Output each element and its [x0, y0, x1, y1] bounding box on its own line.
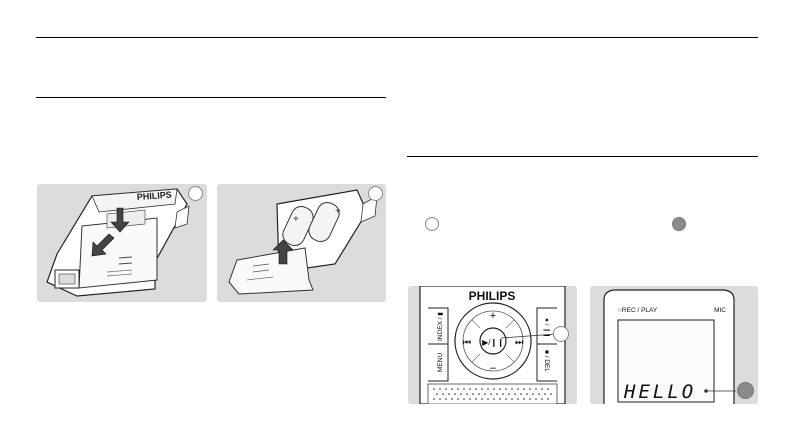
menu-key-label: MENU	[437, 353, 444, 372]
plus-label: +	[490, 310, 496, 322]
battery-cover-removal-illustration: PHILIPS	[37, 184, 207, 302]
device-back-drawing: PHILIPS	[46, 188, 190, 297]
keypad-illustration: PHILIPS INDEX / ▮ MENU ● / ❙❙ ■ / DEL + …	[408, 286, 577, 404]
lcd-readout: HELLO	[623, 381, 696, 403]
next-label: ⏭	[515, 337, 523, 347]
legend-callout-filled	[672, 217, 686, 231]
top-rule	[36, 37, 758, 38]
step-callout-circle	[368, 186, 383, 201]
keypad-drawing: PHILIPS INDEX / ▮ MENU ● / ❙❙ ■ / DEL + …	[419, 286, 566, 404]
step-callout-circle	[188, 186, 203, 201]
right-section-rule	[407, 156, 758, 157]
mic-label: MIC	[714, 307, 726, 314]
keypad-brand: PHILIPS	[469, 289, 516, 303]
left-section-rule	[36, 97, 386, 98]
legend-callout-open	[425, 217, 439, 231]
prev-label: ⏮	[463, 337, 471, 347]
svg-text:+: +	[335, 206, 341, 217]
device-batteries-drawing: + +	[228, 189, 378, 295]
svg-text:+: +	[293, 214, 299, 225]
play-label: ▶/❙❙	[482, 338, 504, 347]
display-illustration: ○REC / PLAY MIC HELLO	[590, 286, 758, 404]
stop-key-label: ■ / DEL	[543, 350, 550, 372]
battery-insertion-illustration: + +	[217, 184, 386, 302]
minus-label: –	[490, 362, 497, 374]
record-key-label: ● / ❙❙	[543, 318, 551, 338]
status-label: ○REC / PLAY	[618, 307, 658, 314]
display-drawing: ○REC / PLAY MIC HELLO	[603, 289, 736, 404]
index-key-label: INDEX / ▮	[437, 312, 444, 341]
device-brand: PHILIPS	[136, 190, 172, 202]
speaker-grille	[427, 383, 558, 404]
play-button-callout	[553, 326, 569, 342]
display-callout	[737, 382, 754, 399]
